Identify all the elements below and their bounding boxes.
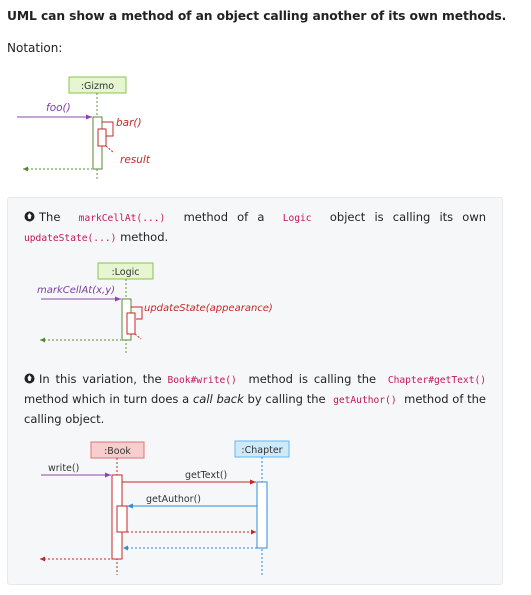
note2-code-book-write: Book#write() — [167, 375, 237, 386]
diagram-logic: :Logic markCellAt(x,y) updateState(appea… — [37, 262, 273, 353]
note2-code-chapter-gettext: Chapter#getText() — [387, 375, 487, 386]
foo-call-arrowhead — [86, 114, 92, 120]
lightbulb-icon — [24, 211, 35, 222]
note1-code-updatestate: updateState(...) — [24, 233, 117, 244]
logic-return-arrowhead — [40, 337, 45, 343]
chapter-activation-bar — [256, 481, 268, 549]
bar-self-call-arrow — [102, 121, 114, 137]
markcellat-call-label: markCellAt(x,y) — [37, 285, 115, 296]
foo-call-label: foo() — [46, 102, 71, 114]
getauthor-return-arrowhead — [251, 529, 256, 535]
gettext-call-label: getText() — [185, 470, 227, 481]
note1-text-pre: The — [39, 210, 61, 224]
lightbulb-icon — [24, 373, 35, 384]
note-paragraph-1: The markCellAt(...) method of a Logic ob… — [24, 208, 486, 248]
notation-label: Notation: — [7, 41, 63, 55]
note2-code-getauthor: getAuthor() — [333, 395, 397, 406]
book-object-label: :Book — [104, 446, 131, 457]
bar-self-call-label: bar() — [116, 117, 142, 129]
gizmo-object-label: :Gizmo — [81, 81, 114, 92]
note1-text-mid2: object is calling its own — [329, 210, 487, 224]
note1-text-post: method. — [120, 230, 169, 244]
getauthor-activation-bar — [116, 505, 128, 533]
updatestate-self-call-label: updateState(appearance) — [144, 303, 273, 314]
write-call-arrowhead — [105, 472, 111, 478]
note1-code-logic: Logic — [282, 213, 312, 224]
gettext-return-arrowhead — [123, 545, 128, 551]
getauthor-callback-label: getAuthor() — [146, 494, 201, 505]
note2-text-mid2: method which in turn does a — [24, 392, 190, 406]
markcellat-call-arrowhead — [115, 296, 121, 302]
gettext-call-arrowhead — [250, 479, 256, 485]
page-heading: UML can show a method of an object calli… — [7, 9, 507, 23]
bar-activation-bar — [97, 128, 107, 147]
updatestate-self-call-arrow — [131, 306, 143, 320]
note2-text-callback: call back — [192, 392, 244, 406]
getauthor-callback-arrowhead — [127, 503, 133, 509]
note2-text-mid3: by calling the — [247, 392, 326, 406]
note-box — [7, 197, 503, 585]
logic-object-label: :Logic — [111, 267, 139, 278]
updatestate-return — [134, 333, 142, 340]
gizmo-return-arrowhead — [23, 166, 28, 172]
write-call-label: write() — [48, 463, 79, 474]
updatestate-activation-bar — [126, 312, 136, 335]
write-return-arrowhead — [40, 556, 45, 562]
result-return-arrow — [105, 145, 115, 154]
diagram-book-chapter: :Book :Chapter write() getText() getAuth… — [40, 440, 290, 575]
note2-text-post: method of the calling object. — [24, 392, 486, 426]
chapter-object-label: :Chapter — [241, 445, 282, 456]
note1-text-mid1: method of a — [183, 210, 265, 224]
diagram-gizmo: :Gizmo foo() bar() result — [17, 76, 151, 180]
result-return-label: result — [120, 154, 151, 166]
note2-text-pre: In this variation, the — [39, 372, 162, 386]
note1-code-markcellat: markCellAt(...) — [78, 213, 166, 224]
note2-text-mid1: method is calling the — [248, 372, 377, 386]
note-paragraph-2: In this variation, the Book#write() meth… — [24, 370, 486, 428]
